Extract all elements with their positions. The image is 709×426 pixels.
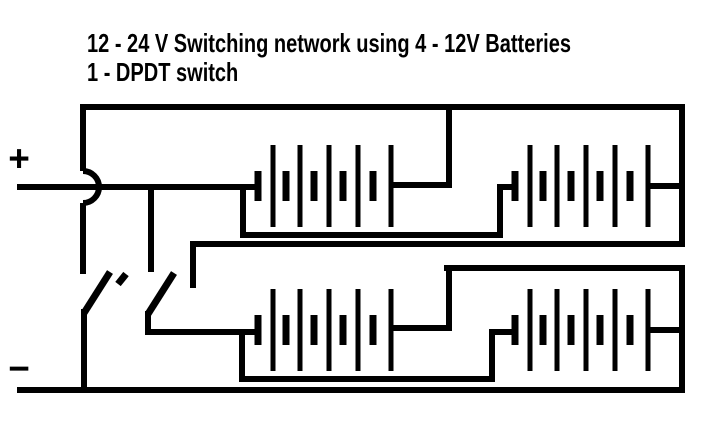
battery-top-right-short-plate-4 [596,171,604,201]
series-link-left-drop [446,265,452,329]
series-link [190,241,685,247]
parallel-link-bottom-left-drop [239,330,245,382]
battery-bottom-left-short-plate-1 [254,315,262,345]
battery1-positive-wire [391,182,452,188]
battery-top-left-tall-plate-3 [326,145,332,227]
battery4-positive-wire [646,327,685,333]
battery-bottom-right-tall-plate-5 [645,289,651,371]
title-line-1: 12 - 24 V Switching network using 4 - 12… [87,28,571,58]
battery-top-right-short-plate-3 [567,171,575,201]
battery-bottom-left-tall-plate-5 [388,289,394,371]
battery-bottom-right-tall-plate-4 [612,289,618,371]
battery-bottom-left-short-plate-2 [282,315,290,345]
switch-pole1-common-lead [81,309,87,393]
battery-top-left-short-plate-2 [282,171,290,201]
battery-top-right-short-plate-2 [539,171,547,201]
battery3-positive-wire [391,325,452,331]
battery-top-left-short-plate-3 [310,171,318,201]
top-rail-left-drop [80,104,86,171]
parallel-link-bottom-right-riser [489,330,495,382]
battery-top-right-short-plate-1 [511,171,519,201]
battery-top-left-tall-plate-4 [355,145,361,227]
battery-top-right-tall-plate-5 [645,145,651,227]
battery-bottom-left-tall-plate-4 [355,289,361,371]
switch-throw-2a-lead [148,187,154,272]
battery-bottom-right-short-plate-5 [626,315,634,345]
switch-pole2-output-wire [145,329,259,335]
battery-bottom-left-tall-plate-1 [270,289,276,371]
battery-bottom-left-tall-plate-2 [297,289,303,371]
battery-top-right-tall-plate-1 [527,145,533,227]
battery-top-left-short-plate-5 [369,171,377,201]
right-bus-drop [679,265,685,393]
parallel-link-top-left-drop [240,187,246,238]
battery4-negative-wire [489,329,517,335]
wire-hop-arc [82,168,102,206]
battery-bottom-right-short-plate-1 [511,315,519,345]
positive-input-wire [17,184,259,190]
battery-top-left-short-plate-4 [339,171,347,201]
battery-bottom-right-short-plate-2 [539,315,547,345]
battery-bottom-right-tall-plate-1 [527,289,533,371]
battery-top-right-short-plate-5 [626,171,634,201]
diagram-title: 12 - 24 V Switching network using 4 - 12… [87,29,571,87]
battery-bottom-right-tall-plate-2 [554,289,560,371]
bottom-bank-positive-link [444,265,685,271]
battery-top-right-tall-plate-3 [583,145,589,227]
top-rail [80,104,685,110]
battery-top-left-tall-plate-2 [297,145,303,227]
top-rail-right-drop [679,104,685,247]
switch-throw-1a-lead [80,203,86,274]
battery-top-left-tall-plate-5 [388,145,394,227]
battery1-positive-riser [446,104,452,186]
parallel-link-bottom [239,376,495,382]
battery-top-left-short-plate-1 [254,171,262,201]
title-line-2: 1 - DPDT switch [87,57,239,87]
switch-pole2-common-lead [145,311,151,333]
battery-top-right-tall-plate-4 [612,145,618,227]
parallel-link-top-right-riser [497,187,503,238]
battery-top-right-tall-plate-2 [554,145,560,227]
parallel-link-top [240,232,503,238]
switch-pole2-blade [145,271,177,316]
battery-bottom-right-short-plate-3 [567,315,575,345]
battery-bottom-right-tall-plate-3 [583,289,589,371]
switch-throw-1b-stub [115,271,129,287]
switch-pole1-blade [81,270,113,315]
switch-throw-2b-lead [190,241,196,288]
negative-terminal-label: − [8,348,30,389]
battery-bottom-right-short-plate-4 [596,315,604,345]
battery2-negative-wire [497,184,517,190]
battery-bottom-left-short-plate-4 [339,315,347,345]
battery2-positive-wire [646,183,685,189]
battery-bottom-left-short-plate-3 [310,315,318,345]
bottom-rail [17,387,685,393]
positive-terminal-label: + [8,138,30,179]
battery-bottom-left-tall-plate-3 [326,289,332,371]
battery-top-left-tall-plate-1 [270,145,276,227]
battery-bottom-left-short-plate-5 [369,315,377,345]
